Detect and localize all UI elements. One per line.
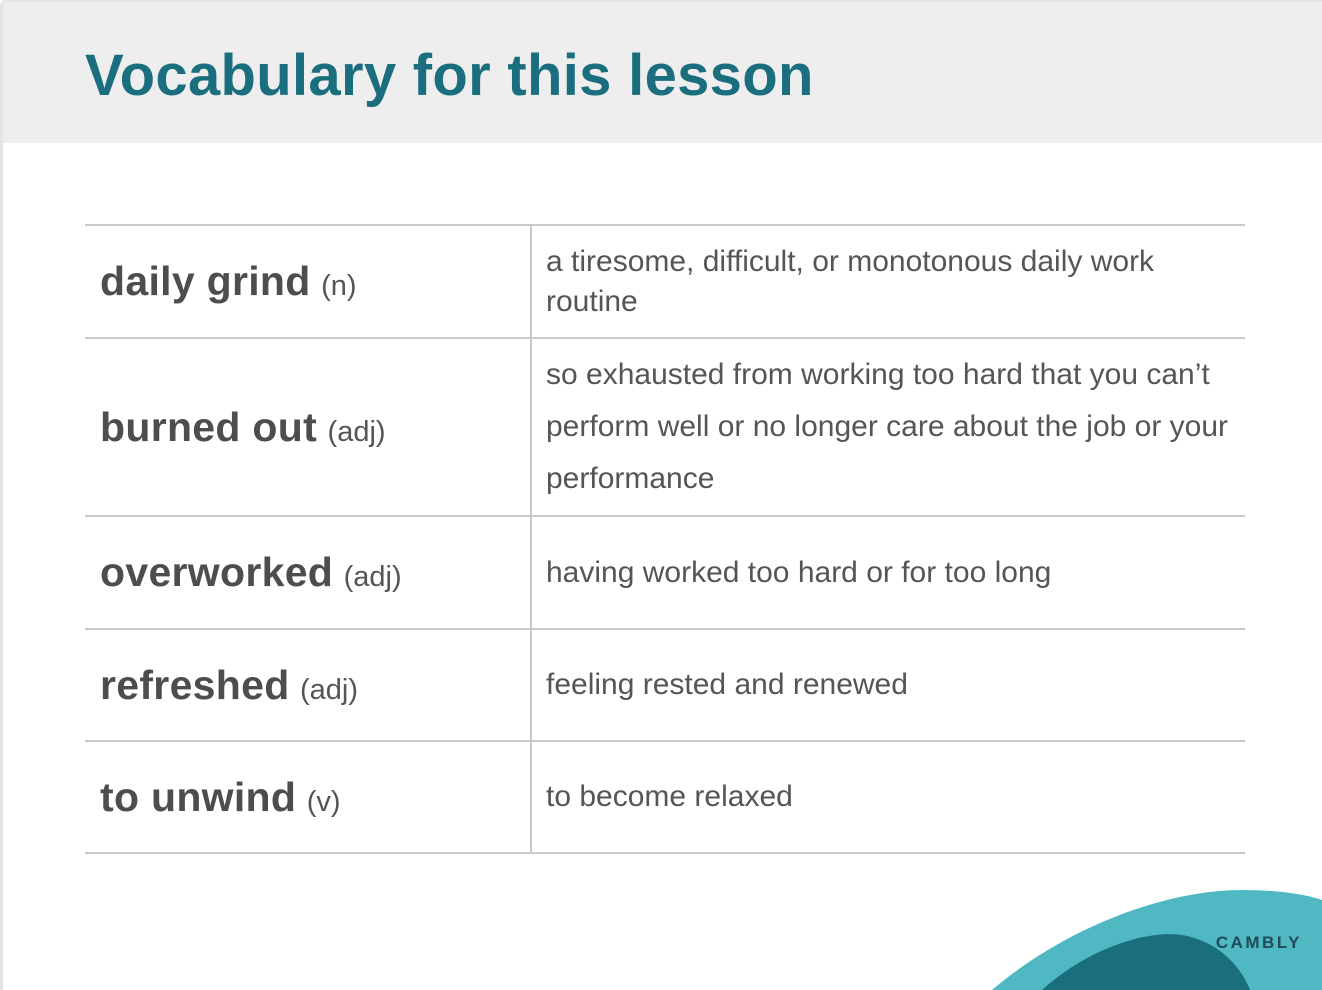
part-of-speech: (adj) xyxy=(327,415,386,448)
vocab-term: daily grind xyxy=(100,258,311,304)
vocab-term: refreshed xyxy=(100,661,290,708)
table-row: refreshed (adj) feeling rested and renew… xyxy=(85,629,1245,741)
decorative-wave-graphic xyxy=(992,890,1322,990)
part-of-speech: (v) xyxy=(306,785,341,818)
vocab-definition: feeling rested and renewed xyxy=(546,668,908,701)
slide-header: Vocabulary for this lesson xyxy=(3,2,1322,143)
table-row: overworked (adj) having worked too hard … xyxy=(85,516,1245,629)
part-of-speech: (adj) xyxy=(300,673,359,706)
wave-dark-shape xyxy=(1042,934,1250,990)
table-row: daily grind (n) a tiresome, difficult, o… xyxy=(85,225,1245,338)
part-of-speech: (n) xyxy=(321,270,357,302)
vocab-definition: so exhausted from working too hard that … xyxy=(546,358,1229,495)
vocab-term: overworked xyxy=(100,549,334,595)
slide-title: Vocabulary for this lesson xyxy=(85,43,814,108)
brand-logo: CAMBLY xyxy=(1215,933,1302,952)
vocab-term: to unwind xyxy=(100,773,297,820)
term-cell: daily grind (n) xyxy=(85,225,532,338)
vocab-definition: having worked too hard or for too long xyxy=(546,555,1052,589)
term-cell: refreshed (adj) xyxy=(85,629,532,741)
vocab-definition: a tiresome, difficult, or monotonous dai… xyxy=(546,244,1155,318)
term-cell: to unwind (v) xyxy=(85,741,532,853)
part-of-speech: (adj) xyxy=(343,561,402,593)
vocab-definition: to become relaxed xyxy=(546,780,793,813)
term-cell: overworked (adj) xyxy=(85,516,532,629)
table-row: burned out (adj) so exhausted from worki… xyxy=(85,338,1245,516)
vocab-term: burned out xyxy=(100,403,318,450)
term-cell: burned out (adj) xyxy=(85,338,532,516)
table-row: to unwind (v) to become relaxed xyxy=(85,741,1245,853)
vocabulary-table: daily grind (n) a tiresome, difficult, o… xyxy=(85,224,1245,854)
